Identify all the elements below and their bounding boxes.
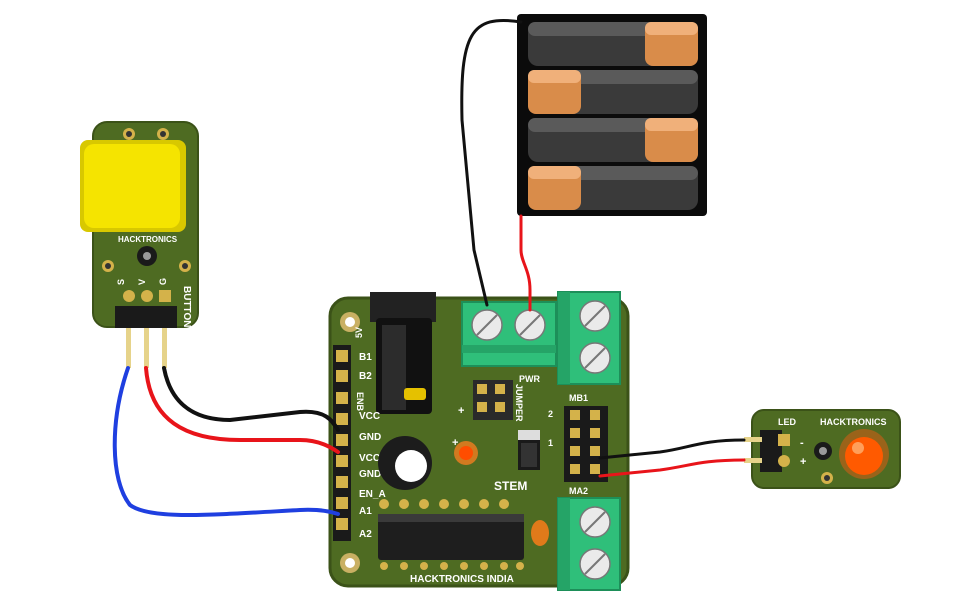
power-label: 5V (354, 327, 364, 338)
led-brand: HACKTRONICS (820, 417, 887, 427)
pin-label-b2: B2 (359, 371, 372, 382)
main-driver-board: 5V B1 B2 VCC GND VCC GND EN_A A1 A2 ENB (328, 291, 630, 591)
led-pin-header (744, 430, 790, 472)
pin-label-vcc-2: VCC (359, 453, 380, 464)
battery-cell-1 (528, 22, 698, 66)
battery-pack (517, 14, 707, 216)
stem-logo: STEM (494, 479, 527, 493)
diode-component (518, 430, 540, 470)
button-module: HACKTRONICS S V G BUTTON (80, 121, 199, 368)
ic-pins-bottom (380, 562, 524, 570)
battery-cell-2 (528, 70, 698, 114)
driver-ic-chip (378, 514, 524, 560)
led-red-wire (598, 458, 746, 478)
led-module: LED HACKTRONICS - + (744, 409, 901, 489)
battery-black-wire (460, 18, 523, 307)
jumper-label: JUMPER (514, 384, 524, 422)
led-black-wire (598, 438, 746, 460)
onboard-led (454, 441, 478, 465)
dc-barrel-jack (370, 292, 436, 414)
wires (112, 18, 746, 517)
pin-labels: B1 B2 VCC GND VCC GND EN_A A1 A2 (359, 352, 386, 540)
pin-s-label: S (116, 279, 126, 285)
pin-label-gnd-2: GND (359, 469, 381, 480)
led-plus-label: + (800, 456, 806, 468)
motor-pin-header (564, 406, 608, 482)
jumper-num-2: 2 (548, 409, 553, 419)
led-minus-label: - (800, 437, 804, 449)
battery-red-wire (519, 214, 532, 312)
pwr-jumper (473, 380, 513, 420)
solder-pad-row (379, 499, 509, 509)
yellow-button-cap (80, 140, 186, 232)
button-blue-wire (112, 366, 340, 517)
enb-label: ENB (355, 392, 365, 412)
pin-label-b1: B1 (359, 352, 372, 363)
battery-cell-4 (528, 166, 698, 210)
led-label: LED (778, 417, 797, 427)
led-bulb (839, 429, 889, 479)
pin-label-vcc: VCC (359, 411, 380, 422)
button-black-wire (162, 366, 340, 432)
mb1-label: MB1 (569, 393, 588, 403)
button-brand: HACKTRONICS (118, 235, 178, 244)
pin-label-gnd: GND (359, 432, 381, 443)
button-name-label: BUTTON (181, 286, 192, 327)
button-pin-header (115, 290, 177, 368)
power-screw-terminal (461, 301, 557, 367)
pin-g-label: G (158, 278, 168, 285)
pin-label-en-a: EN_A (359, 489, 386, 500)
pin-label-a2: A2 (359, 529, 372, 540)
round-component (378, 436, 432, 490)
battery-cell-3 (528, 118, 698, 162)
pin-label-a1: A1 (359, 506, 372, 517)
board-brand: HACKTRONICS INDIA (410, 574, 514, 585)
pwr-label: PWR (519, 374, 540, 384)
left-pin-header (333, 345, 351, 541)
ma2-label: MA2 (569, 486, 588, 496)
button-red-wire (144, 366, 340, 454)
jumper-num-1: 1 (548, 438, 553, 448)
pin-v-label: V (137, 279, 147, 285)
motor-a-terminal (557, 497, 621, 591)
plus-sign-2: + (452, 437, 458, 449)
motor-b-terminal (557, 291, 621, 385)
plus-sign-1: + (458, 405, 464, 417)
